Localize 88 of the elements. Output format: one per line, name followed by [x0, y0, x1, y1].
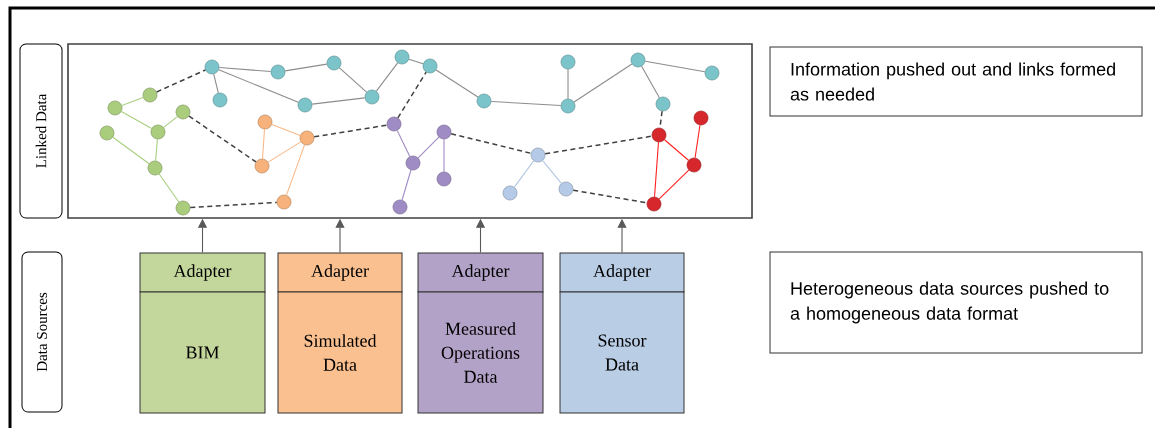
link-line — [261, 128, 266, 160]
graph-node — [558, 181, 574, 197]
adapter-box: Adapter — [139, 252, 266, 293]
graph-node — [405, 155, 421, 171]
link-line — [567, 68, 569, 100]
link-line — [664, 139, 689, 161]
graph-node — [175, 104, 191, 120]
graph-node — [693, 110, 709, 126]
graph-node — [364, 89, 380, 105]
link-line — [443, 138, 445, 173]
link-line — [285, 144, 306, 196]
dashed-link — [155, 69, 207, 93]
graph-node — [257, 114, 273, 130]
graph-node — [107, 100, 123, 116]
adapter-box: Adapter — [559, 252, 685, 293]
link-line — [311, 97, 366, 105]
graph-node — [502, 185, 518, 201]
link-line — [396, 130, 411, 157]
link-line — [112, 136, 150, 165]
graph-node — [270, 64, 286, 80]
link-line — [338, 67, 368, 93]
row-label-box: Data Sources — [21, 251, 63, 413]
adapter-box: Adapter — [277, 252, 403, 293]
graph-node — [476, 93, 492, 109]
graph-node — [392, 199, 408, 215]
link-line — [271, 124, 301, 136]
link-line — [694, 124, 701, 159]
graph-node — [704, 65, 720, 81]
graph-node — [655, 96, 671, 112]
graph-node — [386, 116, 402, 132]
link-line — [408, 58, 424, 65]
link-line — [641, 65, 660, 99]
graph-node — [530, 147, 546, 163]
graph-node — [297, 97, 313, 113]
graph-node — [204, 59, 220, 75]
link-line — [158, 173, 180, 203]
graph-panel — [67, 43, 753, 219]
graph-node — [142, 87, 158, 103]
graph-node — [212, 92, 228, 108]
graph-node — [436, 124, 452, 140]
graph-node — [686, 157, 702, 173]
link-line — [218, 69, 299, 103]
graph-node — [560, 98, 576, 114]
note-box: Heterogeneous data sources pushed to a homogeneous data format — [769, 251, 1143, 354]
graph-node — [175, 200, 191, 216]
dashed-link — [544, 135, 653, 155]
link-line — [654, 141, 660, 198]
link-line — [120, 111, 153, 129]
link-line — [644, 60, 706, 73]
dashed-link — [189, 201, 278, 209]
dashed-link — [450, 133, 532, 154]
link-line — [513, 160, 535, 188]
link-line — [573, 63, 633, 103]
note-box: Information pushed out and links formed as needed — [769, 46, 1143, 117]
link-line — [218, 67, 272, 72]
graph-node — [646, 196, 662, 212]
graph-node — [422, 58, 438, 74]
link-line — [284, 63, 328, 72]
graph-node — [276, 194, 292, 210]
dashed-link — [313, 124, 388, 138]
graph-node — [254, 158, 270, 174]
graph-node — [99, 125, 115, 141]
link-line — [435, 69, 479, 98]
graph-node — [651, 127, 667, 143]
graph-node — [150, 124, 166, 140]
graph-node — [394, 49, 410, 65]
link-line — [490, 100, 562, 107]
graph-node — [630, 52, 646, 68]
graph-node — [326, 55, 342, 71]
graph-node — [560, 54, 576, 70]
dashed-link — [572, 189, 648, 204]
graph-node — [436, 171, 452, 187]
graph-node — [299, 130, 315, 146]
link-line — [542, 160, 562, 184]
dashed-link — [397, 71, 427, 119]
adapter-box: Adapter — [417, 252, 544, 293]
link-line — [155, 138, 158, 162]
link-line — [213, 73, 219, 94]
link-line — [401, 169, 412, 201]
dashed-link — [188, 115, 257, 163]
link-line — [267, 141, 302, 163]
link-line — [658, 169, 690, 200]
row-label-box: Linked Data — [19, 43, 63, 219]
link-line — [417, 136, 440, 159]
link-line — [121, 97, 144, 106]
graph-node — [147, 160, 163, 176]
link-line — [163, 116, 178, 128]
link-line — [375, 62, 399, 92]
